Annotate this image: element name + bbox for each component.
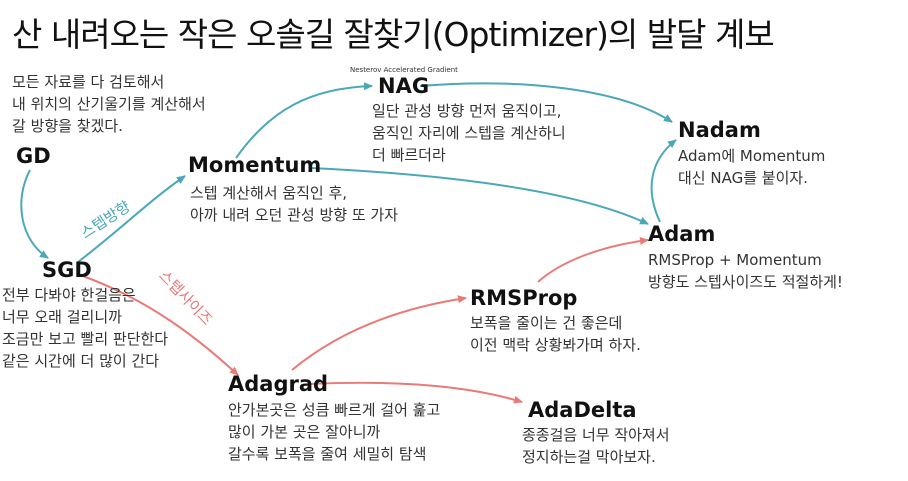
gd-description: 모든 자료를 다 검토해서 내 위치의 산기울기를 계산해서 갈 방향을 찾겠다… bbox=[12, 71, 206, 137]
gd-desc-line: 내 위치의 산기울기를 계산해서 bbox=[12, 95, 206, 113]
momentum-desc-line: 아까 내려 오던 관성 방향 또 가자 bbox=[190, 206, 399, 224]
adagrad-description: 안가본곳은 성큼 빠르게 걸어 훑고 많이 가본 곳은 잘아니까 갈수록 보폭을… bbox=[228, 399, 440, 465]
node-adagrad: Adagrad bbox=[228, 372, 329, 396]
edge-nag-nadam bbox=[419, 82, 673, 123]
edge-adam-nadam bbox=[650, 139, 677, 223]
nag-desc-line: 더 빠르더라 bbox=[372, 146, 446, 164]
rmsprop-desc-line: 보폭을 줄이는 건 좋은데 bbox=[470, 314, 623, 332]
edge-adagrad-rmsprop bbox=[291, 295, 467, 371]
adam-description: RMSProp + Momentum 방향도 스텝사이즈도 적절하게! bbox=[648, 249, 843, 293]
nadam-desc-line: 대신 NAG를 붙이자. bbox=[678, 169, 808, 187]
adagrad-desc-line: 갈수록 보폭을 줄여 세밀히 탐색 bbox=[228, 445, 427, 463]
momentum-desc-line: 스텝 계산해서 움직인 후, bbox=[190, 184, 348, 202]
node-momentum: Momentum bbox=[188, 153, 322, 177]
adam-desc-line: 방향도 스텝사이즈도 적절하게! bbox=[648, 273, 843, 291]
page-title: 산 내려오는 작은 오솔길 잘찾기(Optimizer)의 발달 계보 bbox=[12, 15, 775, 54]
edge-momentum-nag bbox=[235, 82, 373, 159]
edge-momentum-adam bbox=[309, 167, 649, 225]
edge-sgd-adagrad bbox=[79, 274, 239, 376]
sgd-desc-line: 같은 시간에 더 많이 간다 bbox=[2, 352, 160, 370]
sgd-description: 전부 다봐야 한걸음은 너무 오래 걸리니까 조금만 보고 빨리 판단한다 같은… bbox=[2, 284, 168, 372]
edge-gd-sgd bbox=[20, 169, 49, 259]
node-sgd: SGD bbox=[42, 258, 92, 282]
nadam-desc-line: Adam에 Momentum bbox=[678, 147, 826, 165]
node-nadam: Nadam bbox=[678, 118, 761, 142]
gd-desc-line: 모든 자료를 다 검토해서 bbox=[12, 73, 165, 91]
node-rmsprop: RMSProp bbox=[470, 286, 578, 310]
sgd-desc-line: 조금만 보고 빨리 판단한다 bbox=[2, 330, 169, 348]
momentum-description: 스텝 계산해서 움직인 후, 아까 내려 오던 관성 방향 또 가자 bbox=[190, 182, 398, 226]
edge-sgd-momentum bbox=[77, 175, 186, 263]
sgd-desc-line: 너무 오래 걸리니까 bbox=[2, 308, 122, 326]
gd-desc-line: 갈 방향을 찾겠다. bbox=[12, 117, 123, 135]
rmsprop-description: 보폭을 줄이는 건 좋은데 이전 맥락 상황봐가며 하자. bbox=[470, 312, 641, 356]
adagrad-desc-line: 많이 가본 곳은 잘아니까 bbox=[228, 423, 381, 441]
edge-adagrad-adadelta bbox=[309, 381, 523, 404]
nag-desc-line: 움직인 자리에 스텝을 계산하니 bbox=[372, 124, 566, 142]
node-adam: Adam bbox=[648, 222, 716, 246]
adadelta-description: 종종걸음 너무 작아져서 정지하는걸 막아보자. bbox=[522, 424, 670, 468]
nadam-description: Adam에 Momentum 대신 NAG를 붙이자. bbox=[678, 145, 825, 189]
rmsprop-desc-line: 이전 맥락 상황봐가며 하자. bbox=[470, 336, 641, 354]
node-adadelta: AdaDelta bbox=[528, 398, 637, 422]
node-nag: NAG bbox=[378, 74, 430, 98]
nag-fullname: Nesterov Accelerated Gradient bbox=[350, 66, 458, 74]
adagrad-desc-line: 안가본곳은 성큼 빠르게 걸어 훑고 bbox=[228, 401, 441, 419]
adadelta-desc-line: 종종걸음 너무 작아져서 bbox=[522, 426, 670, 444]
adam-desc-line: RMSProp + Momentum bbox=[648, 251, 822, 269]
adadelta-desc-line: 정지하는걸 막아보자. bbox=[522, 448, 656, 466]
node-gd: GD bbox=[16, 144, 51, 168]
edge-rmsprop-adam bbox=[537, 237, 649, 283]
sgd-desc-line: 전부 다봐야 한걸음은 bbox=[2, 286, 136, 304]
nag-description: 일단 관성 방향 먼저 움직이고, 움직인 자리에 스텝을 계산하니 더 빠르더… bbox=[372, 100, 566, 166]
nag-desc-line: 일단 관성 방향 먼저 움직이고, bbox=[372, 102, 562, 120]
